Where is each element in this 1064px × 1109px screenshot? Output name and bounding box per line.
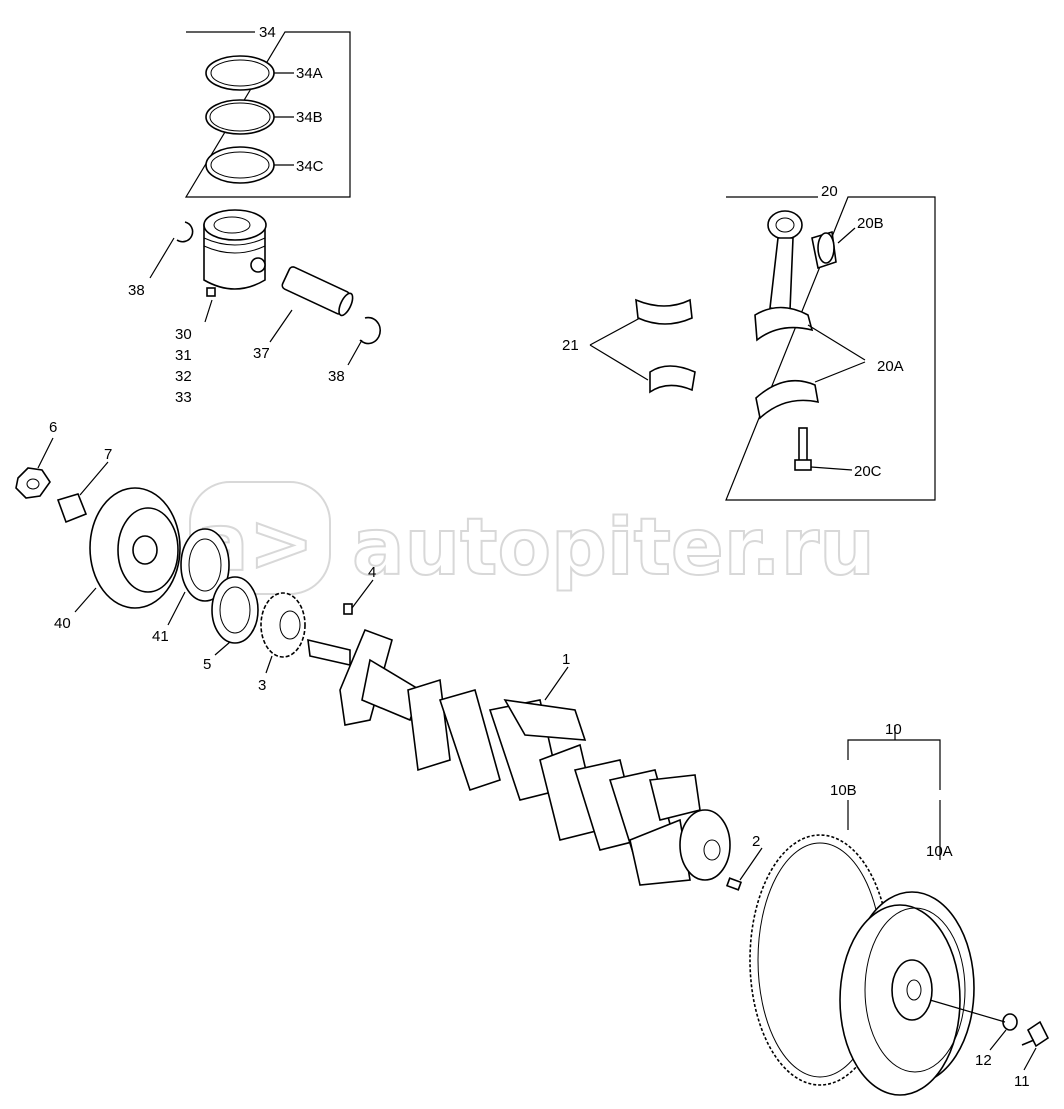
connecting-rod-20: 20 20B 20A 20C (725, 183, 936, 501)
label-3: 3 (258, 677, 266, 694)
label-10a: 10A (926, 843, 953, 860)
label-37: 37 (253, 345, 270, 362)
watermark: a> autopiter.ru (189, 481, 876, 595)
label-20b: 20B (857, 215, 884, 232)
label-38-left: 38 (128, 282, 145, 299)
washer-12 (1002, 1013, 1018, 1031)
watermark-text: autopiter.ru (352, 503, 875, 593)
spacer-7 (56, 493, 88, 524)
dowel-2 (725, 877, 743, 891)
label-5: 5 (203, 656, 211, 673)
key-4 (343, 603, 353, 615)
label-10: 10 (885, 721, 902, 738)
label-32: 32 (175, 368, 192, 385)
label-30: 30 (175, 326, 192, 343)
label-34b: 34B (296, 109, 323, 126)
bolt-11 (1021, 1020, 1050, 1048)
label-34: 34 (259, 24, 276, 41)
label-11: 11 (1014, 1073, 1030, 1090)
ring-34a (205, 55, 275, 91)
ring-34b (205, 99, 275, 135)
piston-ring-set-34: 34 34A 34B 34C (184, 24, 351, 198)
label-34a: 34A (296, 65, 323, 82)
nut-6 (15, 467, 51, 499)
flywheel-10: 10 10B 10A 12 11 (749, 721, 1050, 1096)
front-end-parts: 6 7 40 41 5 3 4 (15, 419, 376, 694)
circlip-38-right (359, 316, 381, 345)
label-21: 21 (562, 337, 579, 354)
piston: 38 30 31 32 33 37 38 (128, 209, 381, 406)
label-31: 31 (175, 347, 192, 364)
rod-cap (755, 379, 819, 420)
circlip-38-left (176, 221, 194, 243)
label-4: 4 (368, 564, 376, 581)
label-12: 12 (975, 1052, 992, 1069)
label-7: 7 (104, 446, 112, 463)
label-20c: 20C (854, 463, 882, 480)
label-41: 41 (152, 628, 169, 645)
label-2: 2 (752, 833, 760, 850)
label-20a: 20A (877, 358, 904, 375)
label-38-right: 38 (328, 368, 345, 385)
label-1: 1 (562, 651, 570, 668)
label-6: 6 (49, 419, 57, 436)
gear-3 (260, 592, 306, 658)
piston-pin-37 (281, 266, 354, 317)
label-20: 20 (821, 183, 838, 200)
label-34c: 34C (296, 158, 324, 175)
crankshaft-1: 1 2 (307, 628, 763, 891)
label-40: 40 (54, 615, 71, 632)
ring-5 (211, 576, 259, 644)
label-10b: 10B (830, 782, 857, 799)
bearing-shells-21: 21 (562, 298, 696, 394)
label-33: 33 (175, 389, 192, 406)
